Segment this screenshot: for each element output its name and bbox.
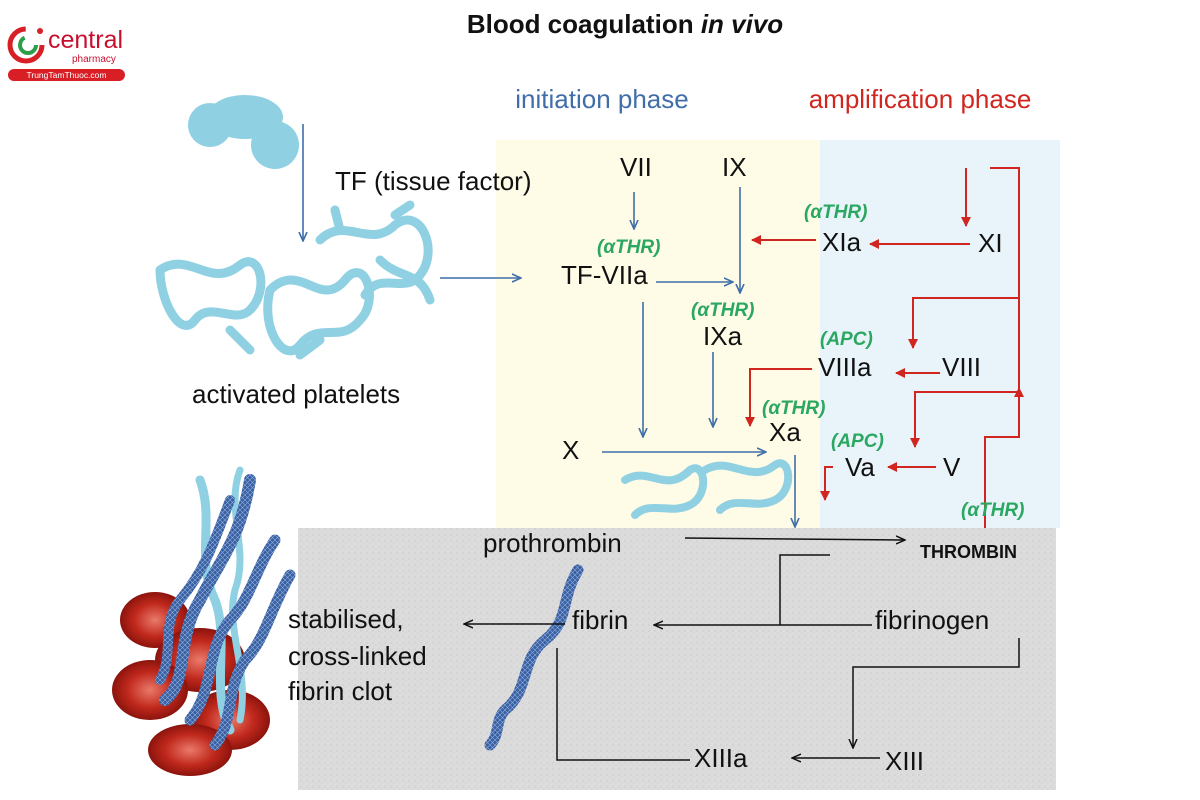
initiation-panel — [496, 140, 820, 528]
fibrin-clot-icon — [112, 466, 296, 776]
factor-xi-label: XI — [978, 228, 1003, 258]
coagulation-panel — [298, 528, 1056, 790]
tissue-factor-label: TF (tissue factor) — [335, 166, 531, 196]
resting-platelets-icon — [188, 95, 299, 169]
factor-viii-label: VIII — [942, 352, 981, 382]
coagulation-arrows — [465, 538, 1020, 760]
thrombin-label: THROMBIN — [920, 542, 1017, 562]
inhibitor-athr-xia: (αTHR) — [804, 202, 868, 223]
brand-subtitle: pharmacy — [72, 54, 116, 65]
factor-xiiia-label: XIIIa — [694, 743, 748, 773]
fibrin-label: fibrin — [572, 605, 628, 635]
factor-ix-label: IX — [722, 152, 747, 182]
brand-url[interactable]: TrungTamThuoc.com — [26, 70, 107, 80]
inhibitor-athr-tf-viia: (αTHR) — [597, 237, 661, 258]
initiation-phase-label: initiation phase — [515, 84, 688, 114]
inhibitor-athr-ixa: (αTHR) — [691, 300, 755, 321]
brand-url-bar — [8, 69, 125, 81]
inhibitor-athr-xa: (αTHR) — [762, 398, 826, 419]
factor-xia-label: XIa — [822, 227, 862, 257]
clot-label-line1: stabilised, — [288, 604, 404, 634]
initiation-arrows — [303, 124, 795, 526]
factor-vii-label: VII — [620, 152, 652, 182]
brand-logo-icon — [7, 26, 45, 64]
prothrombin-label: prothrombin — [483, 528, 622, 558]
factor-viiia-label: VIIIa — [818, 352, 872, 382]
factor-v-label: V — [943, 452, 961, 482]
amplification-arrows — [745, 167, 1024, 528]
brand-name: central — [48, 26, 124, 54]
clot-label-line2: cross-linked — [288, 641, 427, 671]
amplification-phase-label: amplification phase — [809, 84, 1032, 114]
platelets-initiation-icon — [621, 459, 793, 519]
inhibitor-apc-va: (APC) — [831, 431, 884, 452]
factor-xa-label: Xa — [769, 417, 801, 447]
factor-ixa-label: IXa — [703, 321, 743, 351]
activated-platelets-label: activated platelets — [192, 379, 400, 409]
inhibitor-athr-thrombin: (αTHR) — [961, 500, 1025, 521]
factor-x-label: X — [562, 435, 579, 465]
factor-va-label: Va — [845, 452, 875, 482]
activated-platelets-icon — [155, 200, 435, 360]
fibrinogen-label: fibrinogen — [875, 605, 989, 635]
clot-label-line3: fibrin clot — [288, 676, 393, 706]
inhibitor-apc-viiia: (APC) — [820, 329, 873, 350]
fibrin-strand-icon — [484, 564, 584, 751]
tf-viia-label: TF-VIIa — [561, 260, 648, 290]
factor-xiii-label: XIII — [885, 746, 924, 776]
page-title: Blood coagulation in vivo — [467, 9, 783, 39]
